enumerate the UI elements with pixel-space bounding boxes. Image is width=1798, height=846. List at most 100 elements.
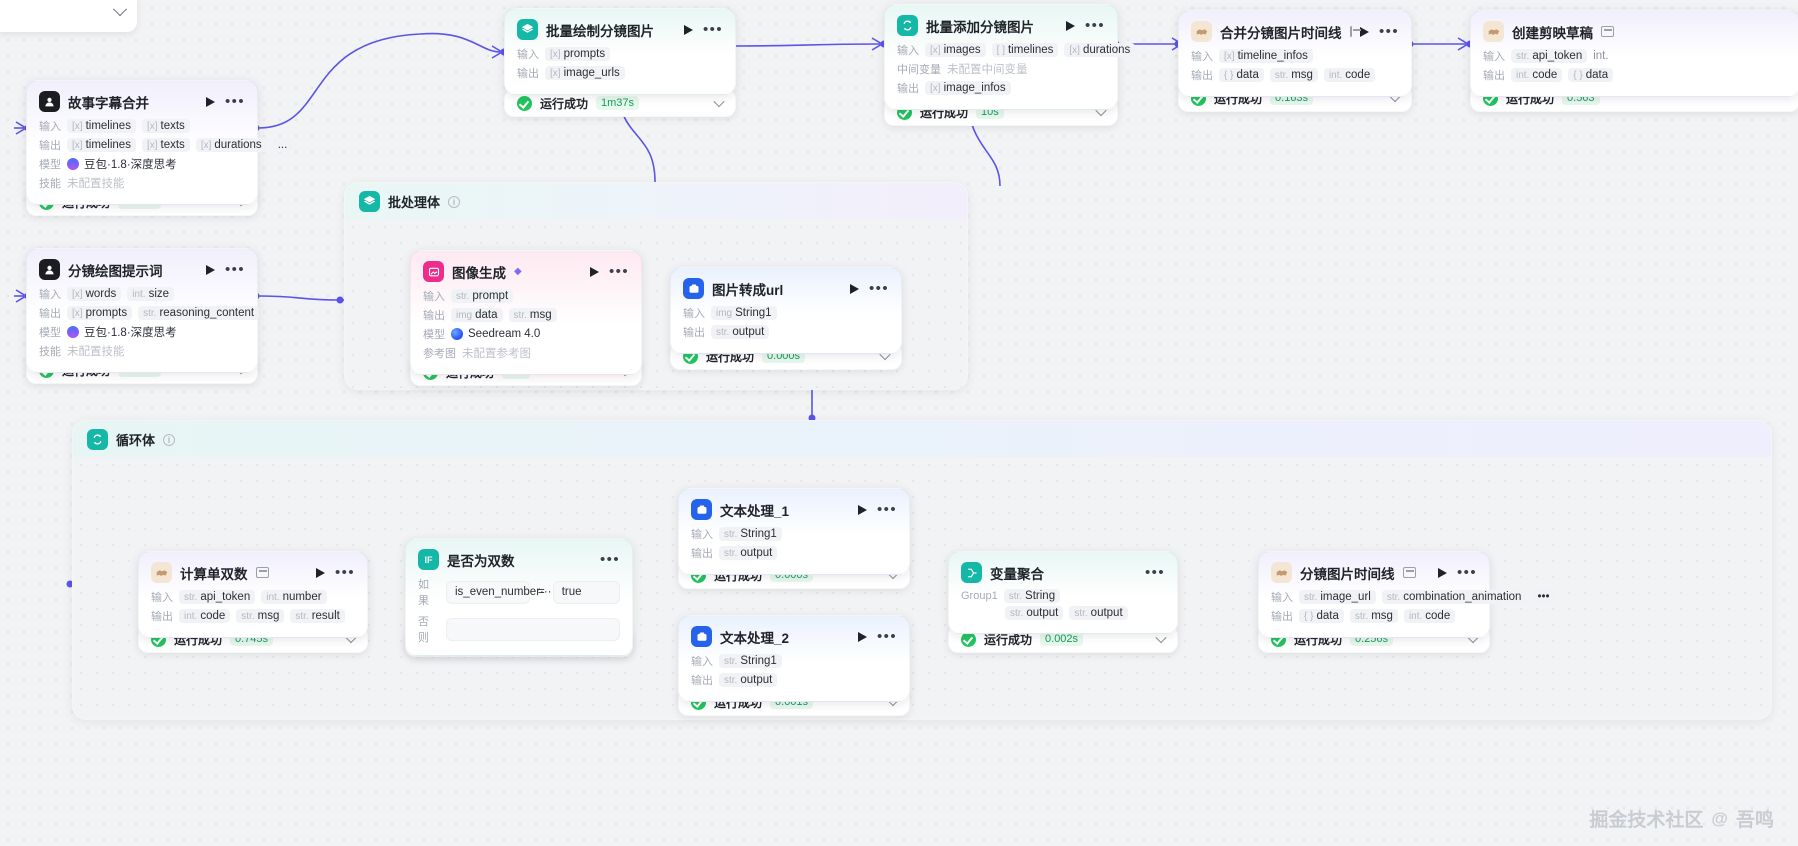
- port-chip[interactable]: [x]texts: [141, 119, 190, 133]
- workflow-select[interactable]: [0, 0, 137, 32]
- node-menu-button[interactable]: •••: [225, 92, 245, 110]
- node-menu-button[interactable]: •••: [335, 563, 355, 581]
- port-chip[interactable]: str.api_token: [179, 590, 256, 604]
- node-menu-button[interactable]: •••: [225, 260, 245, 278]
- port-chip[interactable]: str.api_token: [1511, 49, 1588, 63]
- node-storyboard-image-timeline[interactable]: 分镜图片时间线 ••• 输入 str.image_url str.combina…: [1258, 551, 1555, 638]
- run-node-button[interactable]: [316, 567, 326, 578]
- info-icon[interactable]: i: [163, 433, 176, 446]
- port-chip[interactable]: str.output: [711, 325, 770, 339]
- node-batch-add-storyboard[interactable]: 批量添加分镜图片 ••• 输入 [x]images [ ]timelines […: [884, 4, 1136, 110]
- port-overflow-button[interactable]: ...: [272, 138, 293, 152]
- port-chip[interactable]: str.msg: [236, 609, 285, 623]
- run-node-button[interactable]: [684, 24, 694, 35]
- node-menu-button[interactable]: •••: [600, 550, 620, 568]
- node-create-jianying-draft[interactable]: 创建剪映草稿 输入 str.api_token int. 输出 int.code…: [1470, 10, 1798, 97]
- port-chip[interactable]: [x]timeline_infos: [1219, 49, 1313, 63]
- port-chip[interactable]: str.result: [290, 609, 345, 623]
- node-menu-button[interactable]: •••: [869, 279, 889, 297]
- run-node-button[interactable]: [1066, 20, 1076, 31]
- port-chip[interactable]: [x]prompts: [67, 306, 133, 320]
- port-chip[interactable]: int.code: [179, 609, 231, 623]
- run-node-button[interactable]: [1438, 567, 1448, 578]
- run-node-button[interactable]: [590, 266, 600, 277]
- node-text-process-2[interactable]: 文本处理_2 ••• 输入 str.String1 输出 str.output: [678, 615, 910, 702]
- if-condition-field[interactable]: is_even_number···: [446, 580, 552, 604]
- if-compare-field[interactable]: true: [552, 580, 620, 604]
- info-icon[interactable]: i: [448, 195, 461, 208]
- port-chip[interactable]: [x]durations: [1064, 43, 1136, 57]
- plugin-badge-icon: [255, 567, 269, 578]
- if-else-field[interactable]: [446, 617, 620, 641]
- port-chip[interactable]: { }data: [1219, 68, 1264, 82]
- node-menu-button[interactable]: •••: [609, 262, 629, 280]
- input-label: 输入: [151, 592, 173, 604]
- run-node-button[interactable]: [206, 96, 216, 107]
- port-chip[interactable]: str.msg: [508, 308, 557, 322]
- port-overflow-button[interactable]: •••: [1532, 590, 1555, 604]
- port-chip[interactable]: str.output: [719, 673, 778, 687]
- port-chip-overflow[interactable]: int.: [1593, 50, 1609, 62]
- node-text-process-1[interactable]: 文本处理_1 ••• 输入 str.String1 输出 str.output: [678, 488, 910, 575]
- if-then-row: 如果 is_even_number··· = true: [418, 576, 620, 608]
- port-chip[interactable]: str.msg: [1349, 609, 1398, 623]
- node-menu-button[interactable]: •••: [877, 500, 897, 518]
- node-menu-button[interactable]: •••: [877, 627, 897, 645]
- port-chip[interactable]: [x]image_infos: [925, 81, 1011, 95]
- port-chip[interactable]: [x]timelines: [67, 138, 136, 152]
- node-menu-button[interactable]: •••: [1379, 22, 1399, 40]
- port-chip[interactable]: str.output: [719, 546, 778, 560]
- model-value[interactable]: 豆包·1.8·深度思考: [67, 324, 177, 340]
- port-chip[interactable]: str.String1: [719, 527, 782, 541]
- port-chip[interactable]: int.code: [1323, 68, 1376, 82]
- port-chip[interactable]: [x]texts: [141, 138, 190, 152]
- port-chip[interactable]: [x]images: [925, 43, 986, 57]
- port-chip[interactable]: str.reasoning_content: [138, 306, 260, 320]
- port-chip[interactable]: str.output: [1069, 606, 1128, 620]
- port-chip[interactable]: [x]prompts: [545, 47, 611, 61]
- run-node-button[interactable]: [206, 264, 216, 275]
- port-chip[interactable]: str.prompt: [451, 289, 514, 303]
- port-chip[interactable]: str.String1: [719, 654, 782, 668]
- run-node-button[interactable]: [858, 631, 868, 642]
- port-chip[interactable]: { }data: [1568, 68, 1614, 82]
- port-chip[interactable]: { }data: [1299, 609, 1344, 623]
- port-chip[interactable]: int.size: [127, 287, 175, 301]
- port-chip[interactable]: int.code: [1403, 609, 1456, 623]
- run-node-button[interactable]: [858, 504, 868, 515]
- node-merge-storyboard-timeline[interactable]: 合并分镜图片时间线 ••• 输入 [x]timeline_infos 输出 { …: [1178, 10, 1412, 97]
- port-chip[interactable]: str.msg: [1269, 68, 1318, 82]
- port-chip[interactable]: int.number: [261, 590, 327, 604]
- port-chip[interactable]: [x]timelines: [67, 119, 136, 133]
- run-node-button[interactable]: [850, 283, 860, 294]
- model-value[interactable]: Seedream 4.0: [451, 328, 540, 340]
- node-menu-button[interactable]: •••: [1085, 16, 1105, 34]
- port-chip[interactable]: str.String: [1003, 589, 1061, 603]
- port-chip[interactable]: [x]image_urls: [545, 66, 625, 80]
- model-value[interactable]: 豆包·1.8·深度思考: [67, 156, 177, 172]
- port-chip[interactable]: [x]durations: [195, 138, 267, 152]
- node-variable-aggregate[interactable]: 变量聚合 ••• Group1 str.String str.output st…: [948, 551, 1178, 634]
- node-menu-button[interactable]: •••: [1457, 563, 1477, 581]
- port-chip[interactable]: str.output: [1005, 606, 1064, 620]
- node-storyboard-prompt[interactable]: 分镜绘图提示词 ••• 输入 [x]words int.size 输出 [x]p…: [26, 248, 260, 373]
- port-chip[interactable]: [ ]timelines: [991, 43, 1059, 57]
- chevron-down-icon[interactable]: [713, 95, 725, 108]
- run-node-button[interactable]: [1360, 26, 1370, 37]
- node-is-even[interactable]: IF 是否为双数 ••• 如果 is_even_number··· = true…: [405, 538, 633, 656]
- port-chip[interactable]: [x]words: [67, 287, 122, 301]
- port-chip[interactable]: str.image_url: [1299, 590, 1376, 604]
- port-chip[interactable]: str.combination_animation: [1381, 590, 1527, 604]
- node-menu-button[interactable]: •••: [1145, 563, 1165, 581]
- port-chip[interactable]: int.code: [1511, 68, 1563, 82]
- input-label: 输入: [1483, 51, 1505, 63]
- node-story-subtitle-merge[interactable]: 故事字幕合并 ••• 输入 [x]timelines [x]texts 输出 […: [26, 80, 293, 205]
- node-calc-odd-even[interactable]: 计算单双数 ••• 输入 str.api_token int.number 输出…: [138, 551, 368, 638]
- node-menu-button[interactable]: •••: [703, 20, 723, 38]
- node-batch-draw-storyboard[interactable]: 批量绘制分镜图片 ••• 输入 [x]prompts 输出 [x]image_u…: [504, 8, 736, 95]
